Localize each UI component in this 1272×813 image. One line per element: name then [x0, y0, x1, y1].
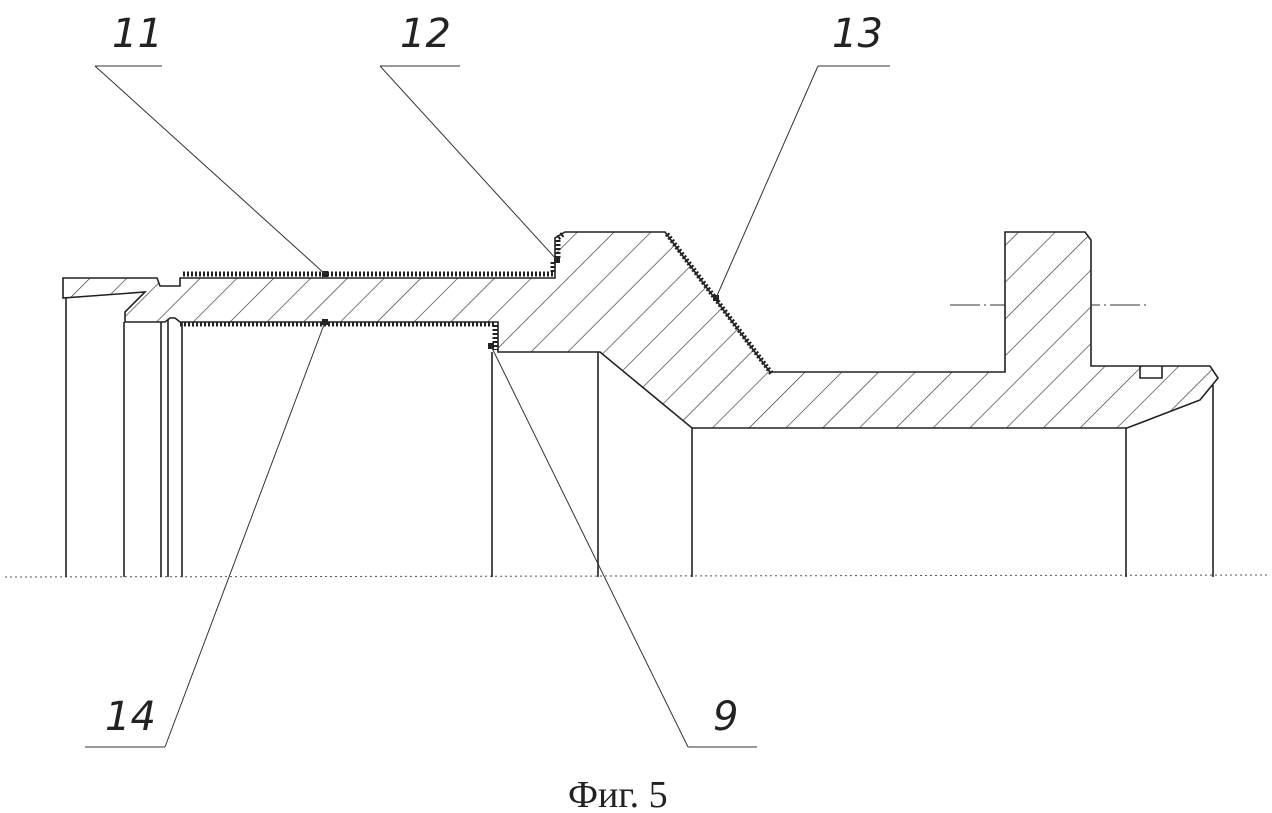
label-11: 11	[112, 11, 163, 57]
coating-inner	[180, 324, 495, 350]
label-12: 12	[400, 11, 451, 57]
figure-caption: Фиг. 5	[568, 774, 668, 813]
label-13: 13	[832, 11, 883, 57]
pipe-body-section	[63, 232, 1218, 428]
coating-outer	[183, 260, 553, 274]
label-9: 9	[713, 694, 738, 740]
center-axis-line	[5, 575, 1270, 577]
label-14: 14	[105, 694, 156, 740]
